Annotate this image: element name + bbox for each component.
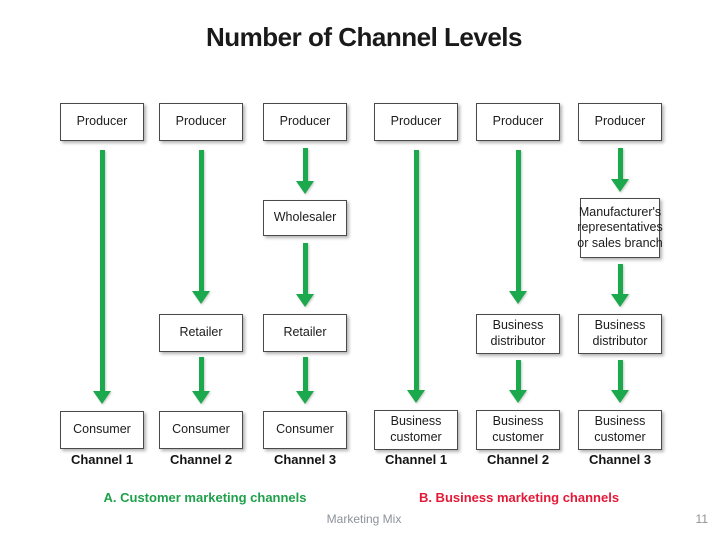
arrow-head [611, 179, 629, 192]
down-arrow-icon [93, 150, 111, 404]
arrow-head [611, 390, 629, 403]
node-label: Retailer [283, 325, 327, 340]
node-label: Wholesaler [273, 210, 337, 225]
arrow-shaft [99, 150, 105, 391]
down-arrow-icon [296, 357, 314, 404]
down-arrow-icon [611, 360, 629, 403]
down-arrow-icon [407, 150, 425, 403]
arrow-head [296, 181, 314, 194]
arrow-head [611, 294, 629, 307]
node-business-customer-c6: Business customer [578, 410, 662, 450]
arrow-head [407, 390, 425, 403]
arrow-head [509, 291, 527, 304]
arrow-shaft [515, 150, 521, 291]
arrow-head [192, 291, 210, 304]
down-arrow-icon [509, 150, 527, 304]
node-label: Business customer [390, 414, 442, 444]
node-consumer-c1: Consumer [60, 411, 144, 449]
footer-label: Marketing Mix [326, 512, 402, 526]
page-number: 11 [695, 512, 708, 526]
node-wholesaler-c3: Wholesaler [263, 200, 347, 236]
channel-label-c5: Channel 2 [486, 452, 550, 467]
arrow-head [93, 391, 111, 404]
arrow-head [192, 391, 210, 404]
node-business-distributor-c5: Business distributor [476, 314, 560, 354]
arrow-shaft [617, 148, 623, 179]
customer-channels-caption: A. Customer marketing channels [103, 490, 307, 505]
arrow-head [509, 390, 527, 403]
channel-label-c6: Channel 3 [588, 452, 652, 467]
channel-label-c4: Channel 1 [384, 452, 448, 467]
node-producer-c4: Producer [374, 103, 458, 141]
down-arrow-icon [192, 150, 210, 304]
node-label: Producer [390, 114, 442, 129]
arrow-shaft [302, 357, 308, 391]
node-business-customer-c4: Business customer [374, 410, 458, 450]
arrow-shaft [198, 357, 204, 391]
arrow-shaft [617, 264, 623, 294]
node-label: Business customer [492, 414, 544, 444]
node-label: Business customer [594, 414, 646, 444]
node-label: Producer [594, 114, 646, 129]
node-manufacturers-reps-c6: Manufacturer's representatives or sales … [577, 198, 663, 258]
down-arrow-icon [611, 264, 629, 307]
node-business-customer-c5: Business customer [476, 410, 560, 450]
down-arrow-icon [296, 243, 314, 307]
channel-label-c3: Channel 3 [273, 452, 337, 467]
node-consumer-c3: Consumer [263, 411, 347, 449]
node-producer-c5: Producer [476, 103, 560, 141]
down-arrow-icon [509, 360, 527, 403]
arrow-shaft [198, 150, 204, 291]
node-consumer-c2: Consumer [159, 411, 243, 449]
node-producer-c6: Producer [578, 103, 662, 141]
arrow-head [296, 391, 314, 404]
node-label: Business distributor [490, 318, 546, 348]
arrow-shaft [302, 148, 308, 181]
node-producer-c1: Producer [60, 103, 144, 141]
node-label: Producer [76, 114, 128, 129]
arrow-shaft [515, 360, 521, 390]
node-producer-c3: Producer [263, 103, 347, 141]
node-label: Manufacturer's representatives or sales … [577, 204, 663, 250]
arrow-shaft [302, 243, 308, 294]
node-retailer-c3: Retailer [263, 314, 347, 352]
arrow-shaft [617, 360, 623, 390]
node-label: Producer [175, 114, 227, 129]
page-title: Number of Channel Levels [206, 22, 522, 52]
business-channels-caption: B. Business marketing channels [418, 490, 620, 505]
down-arrow-icon [192, 357, 210, 404]
down-arrow-icon [296, 148, 314, 194]
node-business-distributor-c6: Business distributor [578, 314, 662, 354]
node-label: Producer [492, 114, 544, 129]
node-label: Producer [279, 114, 331, 129]
node-label: Consumer [73, 422, 131, 437]
down-arrow-icon [611, 148, 629, 192]
channel-label-c1: Channel 1 [70, 452, 134, 467]
node-label: Retailer [179, 325, 223, 340]
node-producer-c2: Producer [159, 103, 243, 141]
arrow-shaft [413, 150, 419, 390]
node-label: Business distributor [592, 318, 648, 348]
node-label: Consumer [172, 422, 230, 437]
node-retailer-c2: Retailer [159, 314, 243, 352]
arrow-head [296, 294, 314, 307]
node-label: Consumer [276, 422, 334, 437]
channel-label-c2: Channel 2 [169, 452, 233, 467]
